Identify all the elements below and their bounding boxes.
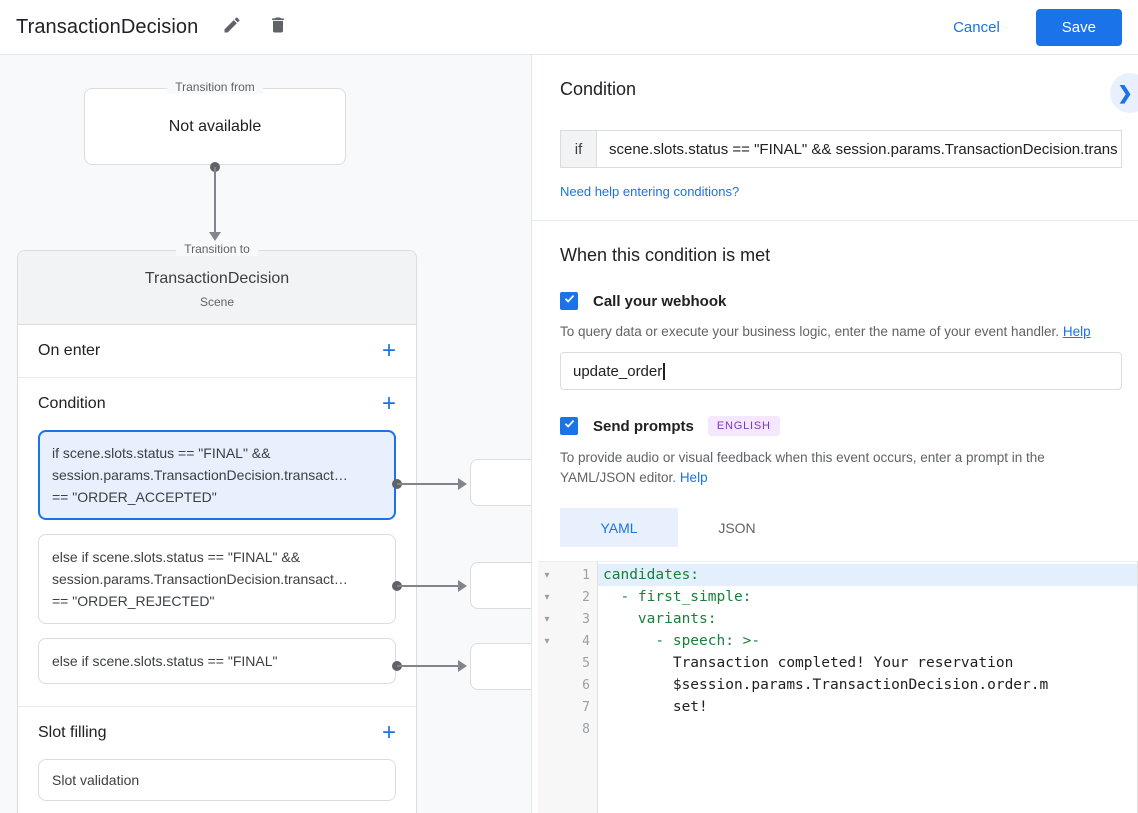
trash-icon [268,15,288,40]
condition-text-line: == "ORDER_REJECTED" [52,593,215,609]
condition-text-line: session.params.TransactionDecision.trans… [52,467,348,483]
cancel-button[interactable]: Cancel [953,18,1000,36]
call-webhook-label: Call your webhook [593,292,727,310]
condition-help-link[interactable]: Need help entering conditions? [560,184,740,199]
line-number: 5 [582,655,590,671]
slot-filling-title: Slot filling [38,724,107,741]
call-webhook-checkbox[interactable] [560,292,578,310]
transition-from-content: Not available [168,117,262,135]
condition-expression-row: if scene.slots.status == "FINAL" && sess… [560,130,1122,168]
tab-json[interactable]: JSON [718,519,756,536]
fold-toggle-icon[interactable]: ▾ [544,591,550,603]
condition-card-accepted[interactable]: if scene.slots.status == "FINAL" && sess… [38,430,396,520]
send-prompts-row: Send prompts ENGLISH [560,416,1122,436]
send-prompts-checkbox[interactable] [560,417,578,435]
target-scene-box-3[interactable] [470,643,531,690]
add-slot-button[interactable]: + [381,719,396,746]
scene-card-header: TransactionDecision Scene [18,251,416,325]
condition-section: Condition + if scene.slots.status == "FI… [18,378,416,707]
when-met-title: When this condition is met [560,245,771,265]
on-enter-title: On enter [38,342,101,359]
fold-toggle-icon[interactable]: ▾ [544,569,550,581]
line-number: 8 [582,721,590,737]
line-number: 1 [582,567,590,583]
code-line: variants: [603,611,717,627]
edit-scene-button[interactable] [220,15,244,39]
code-line: candidates: [598,564,1137,586]
code-line: Transaction completed! Your reservation [603,655,1014,671]
condition-expression-input[interactable]: scene.slots.status == "FINAL" && session… [596,130,1122,168]
condition-text-line: else if scene.slots.status == "FINAL" && [52,549,301,565]
checkmark-icon [563,417,576,435]
prompts-description-text: To provide audio or visual feedback when… [560,450,1045,485]
scene-name: TransactionDecision [144,270,290,287]
line-number: 7 [582,699,590,715]
condition-section-title: Condition [38,395,106,412]
code-line: - speech: >- [603,633,761,649]
webhook-description-text: To query data or execute your business l… [560,324,1060,339]
editor-format-tabs: YAML JSON [560,508,1122,547]
condition-text-line: if scene.slots.status == "FINAL" && [52,445,271,461]
condition-text-line: else if scene.slots.status == "FINAL" [52,653,278,669]
pencil-icon [222,15,242,40]
slot-validation-card[interactable]: Slot validation [38,759,396,801]
condition-text-line: session.params.TransactionDecision.trans… [52,571,348,587]
save-button[interactable]: Save [1035,8,1122,46]
prompts-help-link[interactable]: Help [679,470,708,485]
transition-to-legend: Transition to [176,242,258,256]
on-enter-section: On enter + [18,325,416,378]
code-line: set! [603,699,708,715]
fold-toggle-icon[interactable]: ▾ [544,635,550,647]
target-scene-box-1[interactable] [470,459,531,506]
editor-code-area[interactable]: candidates: - first_simple: variants: - … [598,562,1137,813]
transition-from-legend: Transition from [167,80,263,94]
top-bar: TransactionDecision Cancel Save [0,0,1138,55]
editor-gutter: ▾ 1 ▾ 2 ▾ 3 ▾ 4 5 6 7 8 [538,562,598,813]
send-prompts-label: Send prompts [593,417,694,435]
page-title: TransactionDecision [16,15,199,38]
prompt-code-editor[interactable]: ▾ 1 ▾ 2 ▾ 3 ▾ 4 5 6 7 8 candidates: - first_… [538,561,1138,813]
webhook-help-link[interactable]: Help [1062,324,1091,339]
panel-condition-title: Condition [560,79,637,99]
webhook-name-input[interactable]: update_order [560,352,1122,390]
chevron-right-icon: ❯ [1117,82,1133,103]
code-line: $session.params.TransactionDecision.orde… [603,677,1049,693]
delete-scene-button[interactable] [266,15,290,39]
transition-to-card: Transition to TransactionDecision Scene … [17,242,417,813]
language-badge: ENGLISH [707,416,780,436]
webhook-description: To query data or execute your business l… [560,322,1122,342]
text-cursor [663,362,666,380]
main-area: Transition from Not available Transition… [0,55,1138,813]
scene-graph-canvas: Transition from Not available Transition… [0,55,531,813]
fold-toggle-icon[interactable]: ▾ [544,613,550,625]
line-number: 6 [582,677,590,693]
line-number: 4 [582,633,590,649]
transition-arrowhead-icon [209,232,221,241]
checkmark-icon [563,292,576,310]
collapse-panel-button[interactable]: ❯ [1110,73,1138,113]
webhook-name-value: update_order [573,362,663,380]
condition-detail-panel: ❯ Condition if scene.slots.status == "FI… [531,55,1138,813]
prompts-description: To provide audio or visual feedback when… [560,448,1122,488]
condition-card-final[interactable]: else if scene.slots.status == "FINAL" [38,638,396,684]
if-prefix-label: if [560,130,596,168]
target-scene-box-2[interactable] [470,562,531,609]
slot-filling-section: Slot filling + Slot validation [18,707,416,801]
condition-text-line: == "ORDER_ACCEPTED" [52,489,217,505]
add-condition-button[interactable]: + [381,390,396,417]
line-number: 3 [582,611,590,627]
call-webhook-row: Call your webhook [560,292,1122,310]
code-line [598,718,1137,740]
code-line: - first_simple: [603,589,752,605]
tab-yaml[interactable]: YAML [560,508,678,547]
transition-from-box: Transition from Not available [84,80,346,165]
panel-divider [532,220,1138,221]
scene-type-label: Scene [199,295,235,309]
transition-connector-line [214,167,216,233]
add-on-enter-button[interactable]: + [381,337,396,364]
condition-card-rejected[interactable]: else if scene.slots.status == "FINAL" &&… [38,534,396,624]
line-number: 2 [582,589,590,605]
